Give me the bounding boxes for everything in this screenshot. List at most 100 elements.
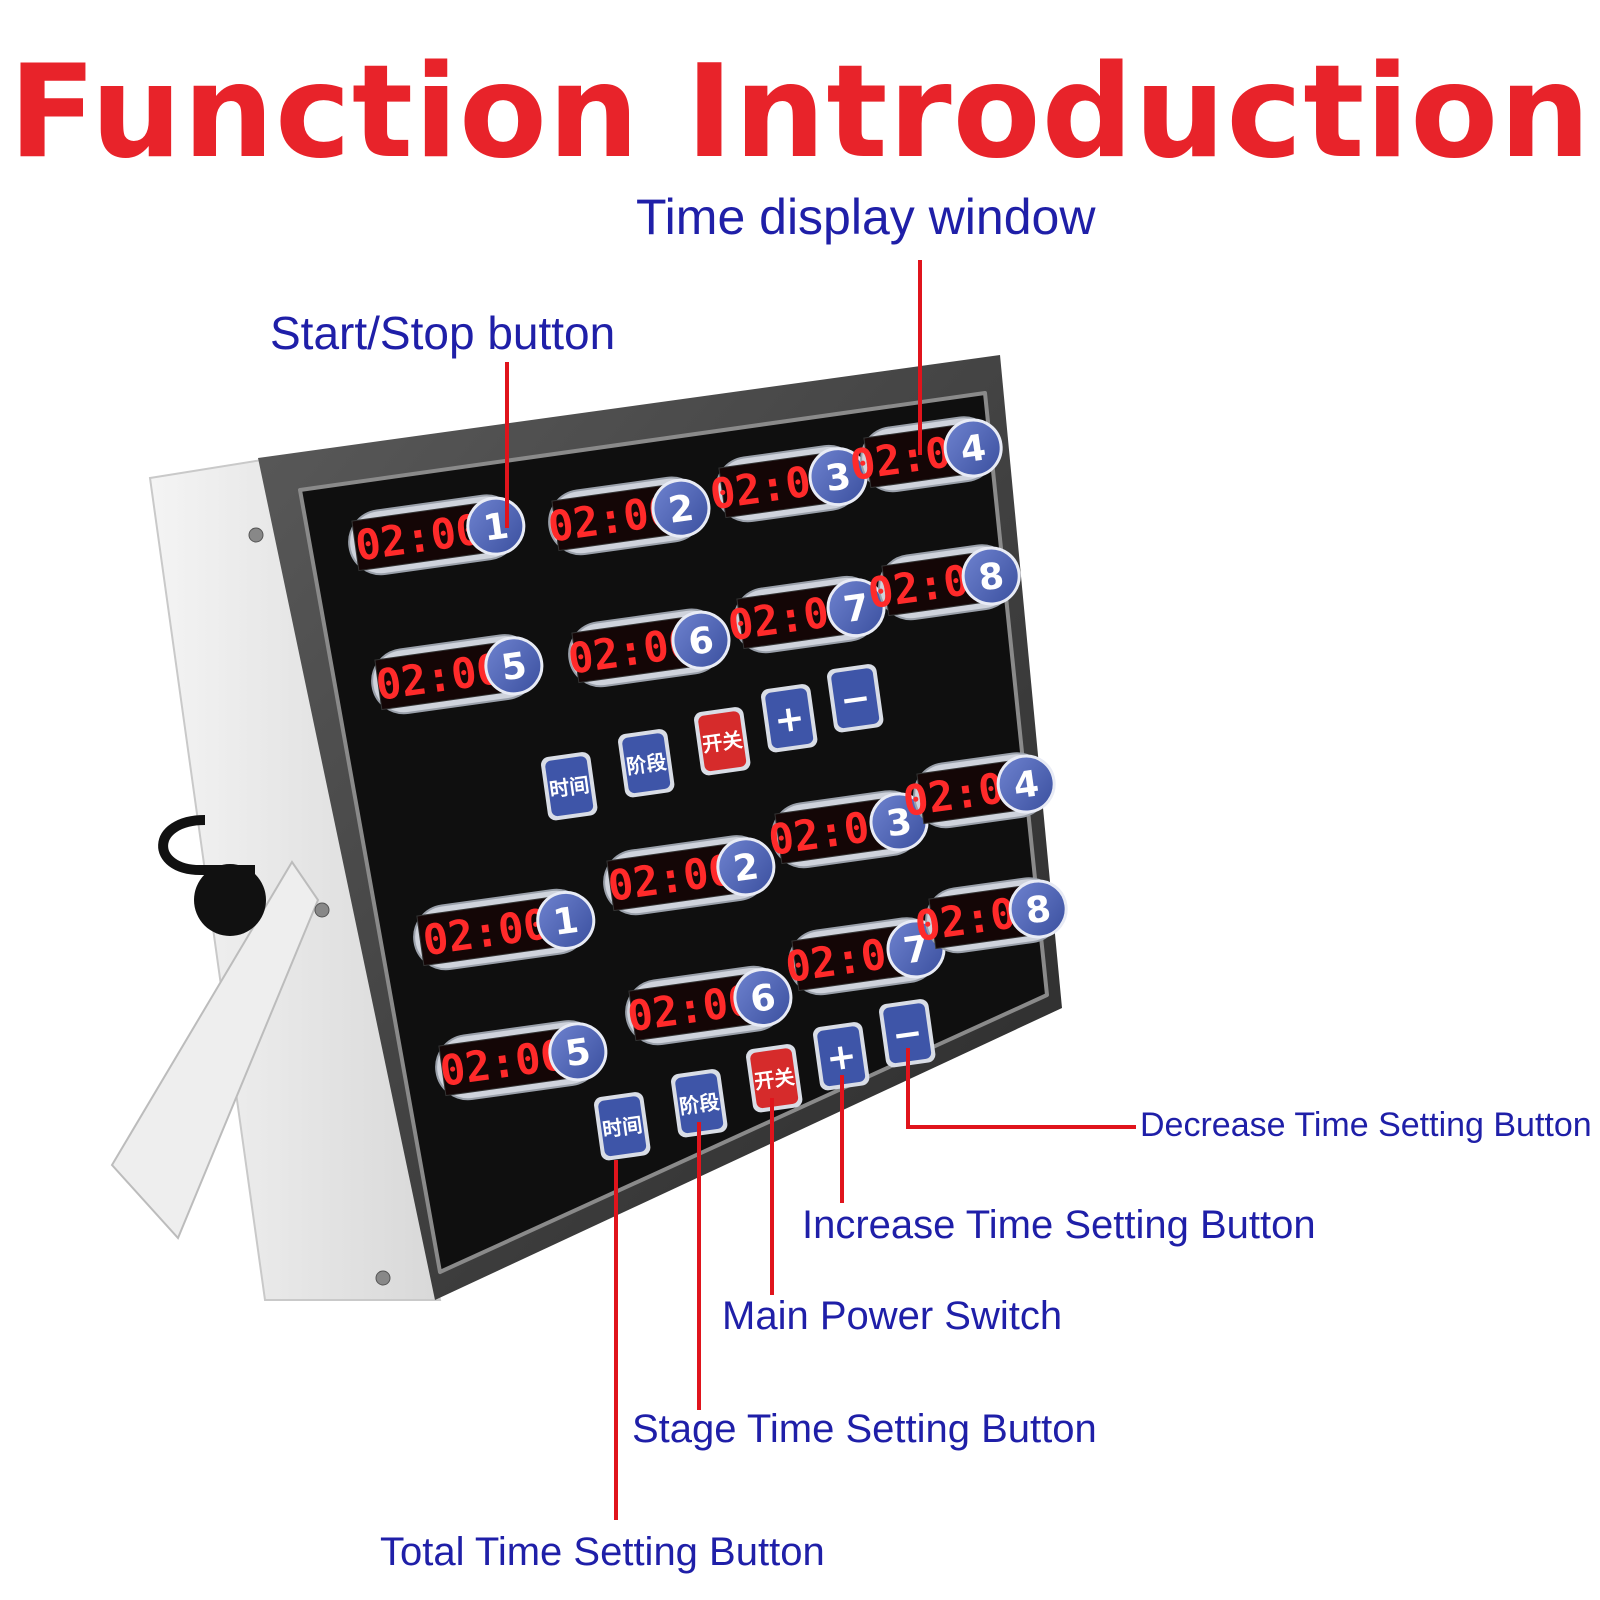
- start-stop-button[interactable]: 3: [867, 790, 930, 853]
- power-cable: [158, 815, 255, 875]
- decrease-time-button[interactable]: −: [878, 998, 936, 1068]
- timer-number-label: 2: [666, 488, 697, 532]
- housing-screw: [248, 527, 264, 543]
- increase-time-button-label: +: [772, 697, 808, 742]
- start-stop-button-circle[interactable]: [942, 416, 1005, 479]
- timer-number-label: 7: [841, 587, 872, 631]
- main-power-switch-label: 开关: [701, 728, 744, 757]
- start-stop-button-circle[interactable]: [649, 477, 712, 540]
- timer-number-label: 1: [551, 900, 582, 944]
- timer-number-label: 5: [563, 1031, 594, 1075]
- start-stop-button-circle[interactable]: [1007, 877, 1070, 940]
- callout-time-display-window: Time display window: [636, 189, 1096, 245]
- start-stop-button-circle[interactable]: [482, 634, 545, 697]
- timer-number-label: 4: [958, 427, 989, 471]
- decrease-time-button-label: −: [838, 677, 874, 722]
- start-stop-button[interactable]: 5: [546, 1020, 609, 1083]
- timer-unit: 02:002: [545, 476, 712, 556]
- timer-number-label: 5: [499, 645, 530, 689]
- total-time-setting-button-label: 时间: [548, 773, 591, 802]
- start-stop-button[interactable]: 6: [669, 609, 732, 672]
- start-stop-button-circle[interactable]: [714, 835, 777, 898]
- stage-time-setting-button-label: 阶段: [678, 1090, 721, 1119]
- leader-line-decrease: [906, 1048, 1136, 1129]
- start-stop-button-circle[interactable]: [995, 752, 1058, 815]
- timer-unit: 02:004: [900, 752, 1058, 829]
- increase-time-button[interactable]: +: [812, 1021, 870, 1091]
- housing-screw: [314, 902, 330, 918]
- decrease-time-button[interactable]: −: [826, 663, 884, 733]
- housing-screw: [375, 1270, 391, 1286]
- mounting-knob: [194, 864, 266, 936]
- stage-time-setting-button-face[interactable]: [622, 733, 671, 794]
- start-stop-button[interactable]: 1: [534, 889, 597, 952]
- timer-number-label: 4: [1011, 763, 1042, 807]
- callout-decrease-time-button: Decrease Time Setting Button: [1140, 1106, 1592, 1144]
- stand-leg: [110, 860, 320, 1240]
- timer-number-label: 6: [686, 620, 717, 664]
- stage-time-setting-button[interactable]: 阶段: [670, 1068, 728, 1138]
- stage-time-setting-button-label: 阶段: [625, 750, 668, 779]
- start-stop-button[interactable]: 2: [649, 477, 712, 540]
- main-power-switch-face[interactable]: [698, 711, 747, 772]
- timer-number-label: 2: [731, 846, 762, 890]
- decrease-time-button-face[interactable]: [883, 1003, 932, 1064]
- callout-increase-time-button: Increase Time Setting Button: [802, 1203, 1316, 1247]
- timer-number-label: 3: [823, 456, 854, 500]
- start-stop-button-circle[interactable]: [669, 609, 732, 672]
- stage-time-setting-button-face[interactable]: [675, 1073, 724, 1134]
- start-stop-button[interactable]: 7: [824, 576, 887, 639]
- timer-unit: 02:003: [765, 790, 930, 869]
- start-stop-button[interactable]: 5: [482, 634, 545, 697]
- start-stop-button[interactable]: 4: [995, 752, 1058, 815]
- start-stop-button[interactable]: 8: [1007, 877, 1070, 940]
- start-stop-button-circle[interactable]: [464, 494, 527, 557]
- total-time-setting-button-label: 时间: [601, 1113, 644, 1142]
- start-stop-button-circle[interactable]: [546, 1020, 609, 1083]
- total-time-setting-button[interactable]: 时间: [540, 751, 598, 821]
- leader-lines: [505, 260, 1136, 1520]
- total-time-setting-button[interactable]: 时间: [593, 1091, 651, 1161]
- timer-number-label: 6: [748, 977, 779, 1021]
- start-stop-button[interactable]: 8: [960, 544, 1023, 607]
- main-power-switch[interactable]: 开关: [693, 706, 751, 776]
- timer-number-label: 8: [1023, 888, 1054, 932]
- start-stop-button-circle[interactable]: [960, 544, 1023, 607]
- increase-time-button-face[interactable]: [765, 688, 814, 749]
- stage-time-setting-button[interactable]: 阶段: [617, 728, 675, 798]
- start-stop-button[interactable]: 4: [942, 416, 1005, 479]
- total-time-setting-button-face[interactable]: [545, 756, 594, 817]
- callout-main-power-switch: Main Power Switch: [722, 1294, 1063, 1338]
- page-title: Function Introduction: [8, 38, 1592, 187]
- timer-unit: 02:003: [707, 444, 868, 523]
- decrease-time-button-face[interactable]: [831, 668, 880, 729]
- main-power-switch-face[interactable]: [750, 1048, 799, 1109]
- start-stop-button[interactable]: 6: [731, 966, 794, 1029]
- start-stop-button-circle[interactable]: [731, 966, 794, 1029]
- increase-time-button[interactable]: +: [760, 683, 818, 753]
- start-stop-button[interactable]: 2: [714, 835, 777, 898]
- callout-start-stop-button: Start/Stop button: [270, 307, 616, 359]
- timer-unit: 02:006: [624, 965, 794, 1046]
- timer-number-label: 8: [976, 555, 1007, 599]
- timer-unit: 02:006: [565, 608, 732, 688]
- main-power-switch-label: 开关: [753, 1065, 796, 1094]
- timer-number-label: 7: [901, 928, 932, 972]
- callout-stage-time-button: Stage Time Setting Button: [632, 1407, 1097, 1451]
- timer-unit: 02:007: [782, 917, 946, 996]
- timer-unit: 02:008: [912, 877, 1070, 954]
- timer-number-label: 3: [884, 801, 915, 845]
- main-power-switch[interactable]: 开关: [745, 1043, 803, 1113]
- timer-unit: 02:001: [413, 888, 597, 971]
- timer-unit: 02:001: [348, 494, 527, 576]
- timer-unit: 02:007: [725, 575, 887, 654]
- increase-time-button-face[interactable]: [817, 1026, 866, 1087]
- timer-unit: 02:002: [603, 835, 777, 916]
- timer-unit: 02:004: [847, 416, 1005, 493]
- start-stop-button-circle[interactable]: [534, 889, 597, 952]
- total-time-setting-button-face[interactable]: [598, 1096, 647, 1157]
- timer-unit: 02:008: [865, 544, 1023, 621]
